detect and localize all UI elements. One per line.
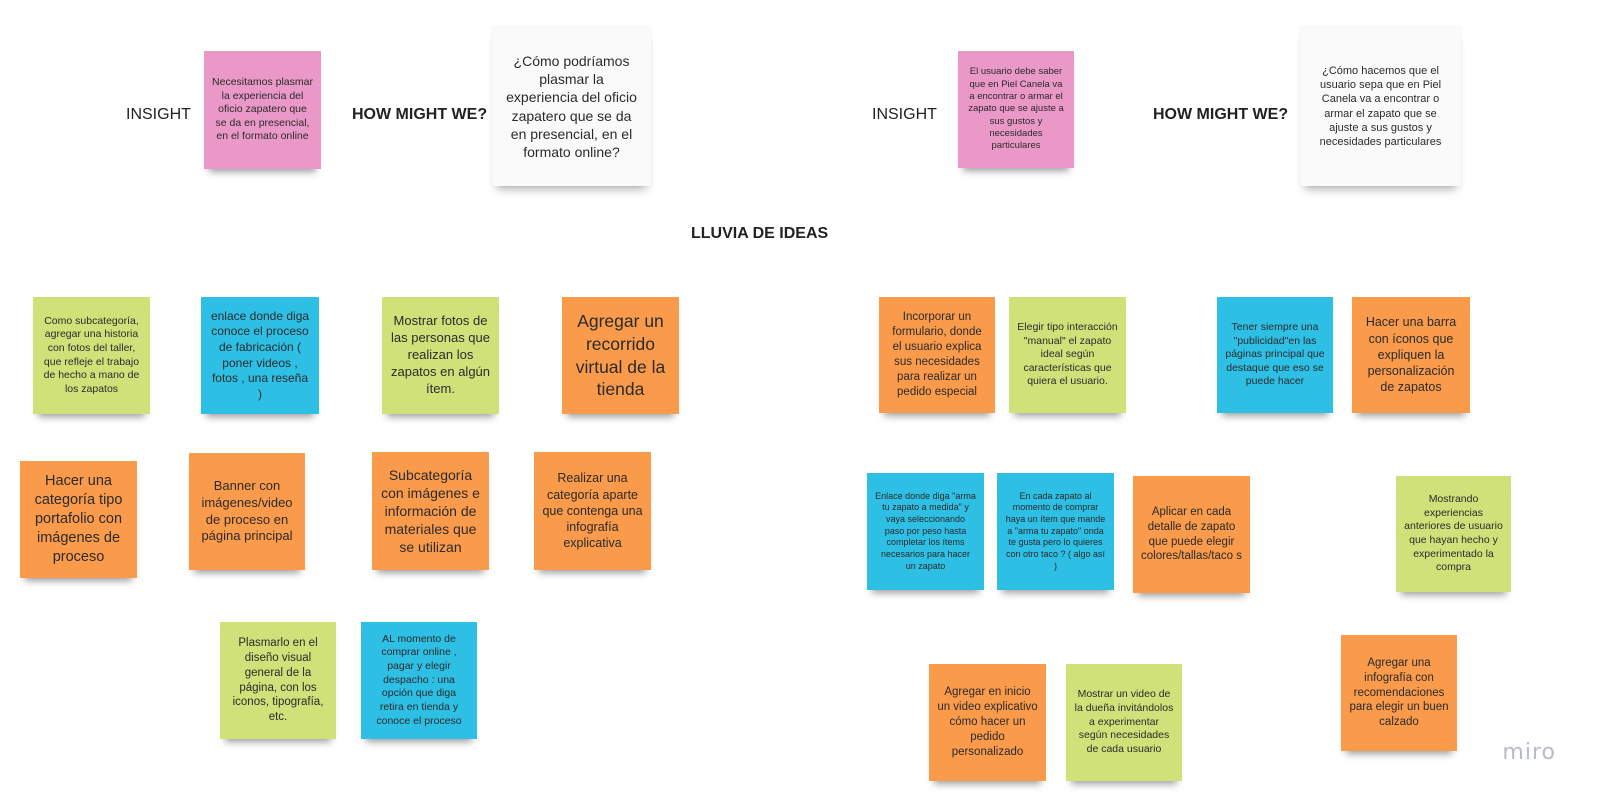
brainstorm-title: LLUVIA DE IDEAS <box>691 225 829 242</box>
sticky-note[interactable]: Hacer una categoría tipo portafolio con … <box>20 461 137 578</box>
sticky-note[interactable]: AL momento de comprar online , pagar y e… <box>361 622 477 739</box>
left-insight-note[interactable]: Necesitamos plasmar la experiencia del o… <box>204 51 321 169</box>
sticky-note[interactable]: En cada zapato al momento de comprar hay… <box>997 473 1114 590</box>
left-hmw-note[interactable]: ¿Cómo podríamos plasmar la experiencia d… <box>492 27 651 186</box>
right-hmw-label: HOW MIGHT WE? <box>1153 106 1289 123</box>
right-hmw-note[interactable]: ¿Cómo hacemos que el usuario sepa que en… <box>1300 27 1461 186</box>
left-insight-label: INSIGHT <box>126 106 191 123</box>
sticky-note[interactable]: Hacer una barra con íconos que expliquen… <box>1352 297 1470 413</box>
sticky-note[interactable]: Mostrar fotos de las personas que realiz… <box>382 297 499 414</box>
right-insight-label: INSIGHT <box>872 106 937 123</box>
sticky-note[interactable]: Incorporar un formulario, donde el usuar… <box>879 297 995 413</box>
right-insight-note[interactable]: El usuario debe saber que en Piel Canela… <box>958 51 1074 168</box>
sticky-note[interactable]: Agregar una infografía con recomendacion… <box>1341 635 1457 751</box>
sticky-note[interactable]: Elegir tipo interacción "manual" el zapa… <box>1009 297 1126 413</box>
sticky-note[interactable]: Aplicar en cada detalle de zapato que pu… <box>1133 476 1250 593</box>
sticky-note[interactable]: Realizar una categoría aparte que conten… <box>534 452 651 570</box>
sticky-note[interactable]: Plasmarlo en el diseño visual general de… <box>220 622 336 739</box>
sticky-note[interactable]: Enlace donde diga "arma tu zapato a medi… <box>867 473 984 590</box>
sticky-note[interactable]: enlace donde diga conoce el proceso de f… <box>201 297 319 414</box>
sticky-note[interactable]: Subcategoría con imágenes e información … <box>372 452 489 570</box>
miro-logo: miro <box>1502 740 1556 765</box>
sticky-note[interactable]: Agregar un recorrido virtual de la tiend… <box>562 297 679 414</box>
sticky-note[interactable]: Tener siempre una "publicidad"en las pág… <box>1217 297 1333 413</box>
sticky-note[interactable]: Mostrando experiencias anteriores de usu… <box>1396 476 1511 592</box>
sticky-note[interactable]: Mostrar un video de la dueña invitándolo… <box>1066 664 1182 781</box>
sticky-note[interactable]: Como subcategoría, agregar una historia … <box>33 297 150 414</box>
sticky-note[interactable]: Banner con imágenes/video de proceso en … <box>189 453 305 570</box>
sticky-note[interactable]: Agregar en inicio un video explicativo c… <box>929 664 1046 781</box>
left-hmw-label: HOW MIGHT WE? <box>352 106 488 123</box>
